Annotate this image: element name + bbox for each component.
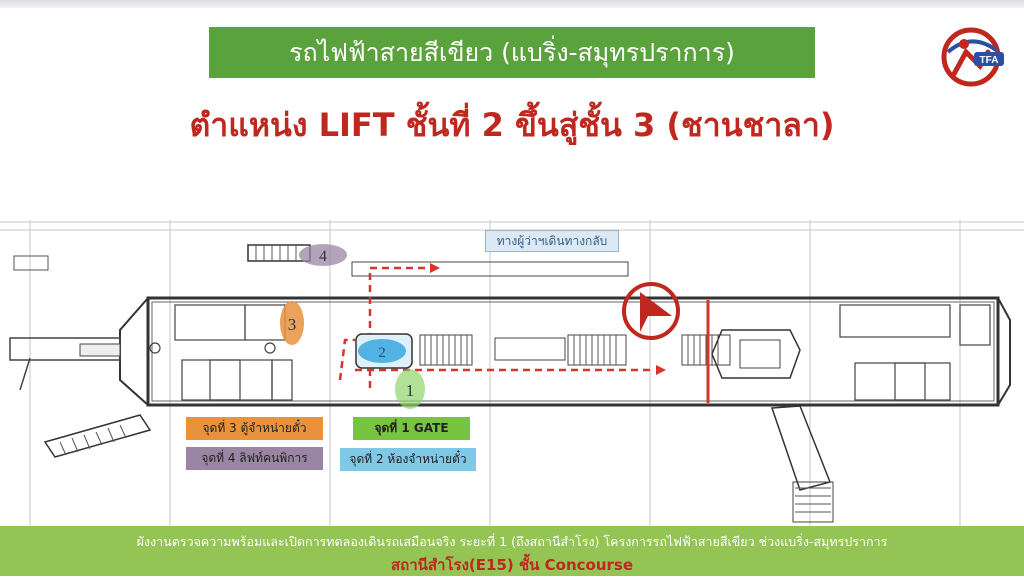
tfa-logo: TFA <box>941 27 1004 87</box>
legend-point-1: จุดที่ 1 GATE <box>353 417 470 440</box>
legend-point-3: จุดที่ 3 ตู้จำหน่ายตั๋ว <box>186 417 323 440</box>
marker-2-ellipse <box>358 339 406 363</box>
marker-4: 4 <box>319 248 327 265</box>
marker-2: 2 <box>378 345 386 361</box>
marker-3-ellipse <box>280 301 304 345</box>
marker-1: 1 <box>406 381 415 400</box>
page-subtitle: ตำแหน่ง LIFT ชั้นที่ 2 ขึ้นสู่ชั้น 3 (ชา… <box>189 106 835 144</box>
floor-plan: 2 1 3 4 <box>0 220 1024 526</box>
legend-point-2: จุดที่ 2 ห้องจำหน่ายตั๋ว <box>340 448 476 471</box>
marker-1-ellipse <box>395 369 425 409</box>
legend-point-4: จุดที่ 4 ลิฟท์คนพิการ <box>186 447 323 470</box>
flag-icon <box>640 292 672 332</box>
top-strip <box>0 0 1024 8</box>
footer-station: สถานีสำโรง(E15) ชั้น Concourse <box>390 556 633 574</box>
footer-description: ผังงานตรวจความพร้อมและเปิดการทดลองเดินรถ… <box>136 534 888 549</box>
page-title: รถไฟฟ้าสายสีเขียว (แบริ่ง-สมุทรปราการ) <box>289 37 735 67</box>
return-route-label: ทางผู้ว่าฯเดินทางกลับ <box>485 230 619 252</box>
logo-text: TFA <box>980 55 999 66</box>
title-banner: รถไฟฟ้าสายสีเขียว (แบริ่ง-สมุทรปราการ) <box>209 27 815 78</box>
marker-4-ellipse <box>299 244 347 266</box>
marker-3: 3 <box>288 315 297 334</box>
footer: ผังงานตรวจความพร้อมและเปิดการทดลองเดินรถ… <box>0 526 1024 576</box>
target-circle <box>622 282 680 340</box>
